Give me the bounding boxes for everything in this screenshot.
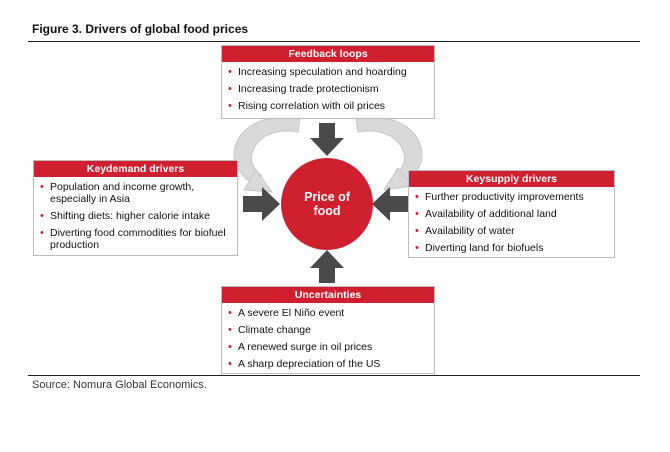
list-item: A sharp depreciation of the US [228,358,428,370]
figure-title: Figure 3. Drivers of global food prices [32,22,249,36]
demand-drivers-title: Keydemand drivers [34,161,237,177]
bottom-rule [28,375,640,376]
source-note: Source: Nomura Global Economics. [32,379,207,391]
uncertainties-box: Uncertainties A severe El Niño event Cli… [221,286,435,374]
list-item: A severe El Niño event [228,307,428,319]
list-item: Shifting diets: higher calorie intake [40,210,231,222]
list-item: Diverting food commodities for biofuel p… [40,227,231,251]
feedback-loops-box: Feedback loops Increasing speculation an… [221,45,435,119]
supply-drivers-title: Keysupply drivers [409,171,614,187]
arrow-left [243,187,280,221]
uncertainties-list: A severe El Niño event Climate change A … [222,303,434,377]
list-item: Availability of additional land [415,208,608,220]
supply-drivers-list: Further productivity improvements Availa… [409,187,614,261]
top-rule [28,41,640,42]
arrow-top [310,123,344,156]
uncertainties-title: Uncertainties [222,287,434,303]
list-item: Further productivity improvements [415,191,608,203]
demand-drivers-box: Keydemand drivers Population and income … [33,160,238,256]
feedback-loops-list: Increasing speculation and hoarding Incr… [222,62,434,119]
loop-arrow-left-head [243,169,274,193]
list-item: Diverting land for biofuels [415,242,608,254]
price-of-food-label: Price of food [304,190,350,218]
supply-drivers-box: Keysupply drivers Further productivity i… [408,170,615,258]
demand-drivers-list: Population and income growth, especially… [34,177,237,258]
arrow-right [372,187,408,221]
list-item: Climate change [228,324,428,336]
feedback-loop-arrows [233,116,423,193]
list-item: Population and income growth, especially… [40,181,231,205]
list-item: Rising correlation with oil prices [228,100,428,112]
loop-arrow-right-head [382,167,413,191]
block-arrows [243,123,408,283]
list-item: Increasing speculation and hoarding [228,66,428,78]
list-item: Increasing trade protectionism [228,83,428,95]
list-item: Availability of water [415,225,608,237]
price-of-food-circle: Price of food [281,158,373,250]
list-item: A renewed surge in oil prices [228,341,428,353]
feedback-loops-title: Feedback loops [222,46,434,62]
arrow-bottom [310,250,344,283]
